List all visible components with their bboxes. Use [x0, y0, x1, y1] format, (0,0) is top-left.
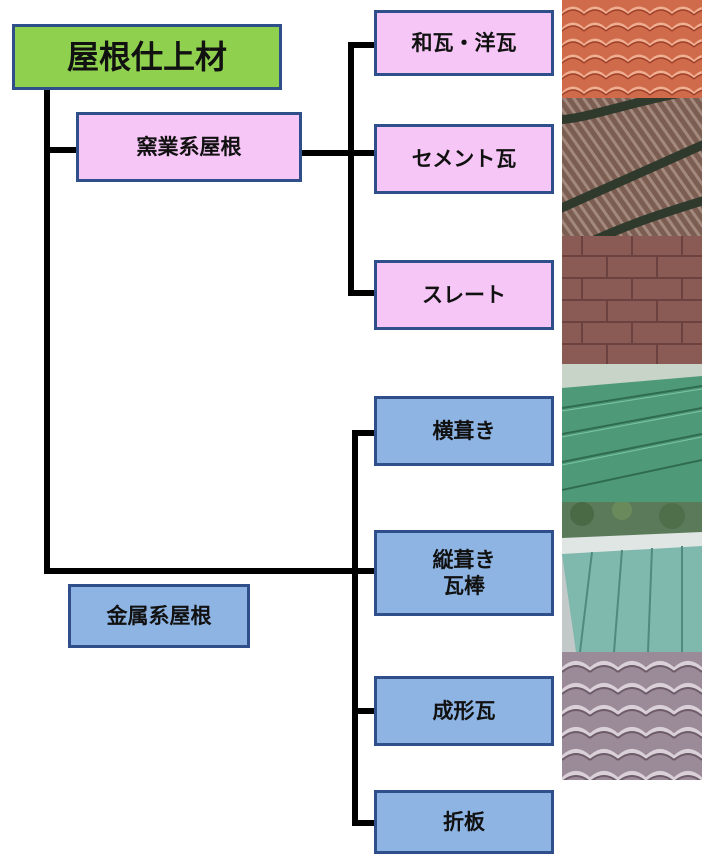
connector-to-slate	[348, 290, 376, 296]
item-label-formed-tile: 成形瓦	[432, 698, 496, 723]
connector-metal-branch-vertical	[352, 430, 358, 826]
connector-to-ceramic	[44, 147, 76, 153]
category-node-metal: 金属系屋根	[68, 584, 250, 648]
root-label: 屋根仕上材	[66, 38, 227, 76]
item-node-horizontal-roofing: 横葺き	[374, 396, 554, 466]
cement-tile-roof-photo	[562, 98, 702, 236]
connector-to-horizontal-roofing	[352, 430, 376, 436]
clay-tile-roof-photo	[562, 0, 702, 98]
connector-ceramic-branch-vertical	[348, 42, 354, 296]
connector-to-clay-tile	[348, 42, 376, 48]
root-node: 屋根仕上材	[12, 24, 282, 90]
item-node-slate: スレート	[374, 260, 554, 330]
formed-metal-tile-roof-photo	[562, 652, 702, 780]
item-node-vertical-roofing: 縦葺き 瓦棒	[374, 530, 554, 616]
horizontal-metal-roof-photo	[562, 364, 702, 502]
connector-ceramic-to-branch	[302, 150, 354, 156]
connector-to-folded-plate	[352, 820, 376, 826]
connector-root-vertical	[44, 88, 50, 574]
item-node-clay-tile: 和瓦・洋瓦	[374, 10, 554, 76]
connector-to-cement-tile	[348, 150, 376, 156]
slate-roof-photo	[562, 236, 702, 364]
item-label-folded-plate: 折板	[443, 809, 485, 834]
connector-to-vertical-roofing	[352, 568, 376, 574]
standing-seam-metal-roof-photo	[562, 502, 702, 652]
connector-to-metal	[44, 568, 360, 574]
category-label-metal: 金属系屋根	[106, 603, 212, 628]
category-label-ceramic: 窯業系屋根	[136, 134, 242, 159]
item-label-cement-tile: セメント瓦	[411, 146, 517, 171]
item-label-clay-tile: 和瓦・洋瓦	[411, 30, 517, 55]
category-node-ceramic: 窯業系屋根	[76, 112, 302, 182]
item-label-slate: スレート	[422, 282, 506, 307]
item-label-vertical-roofing: 縦葺き 瓦棒	[432, 547, 496, 598]
connector-to-formed-tile	[352, 708, 376, 714]
item-node-formed-tile: 成形瓦	[374, 676, 554, 746]
item-node-cement-tile: セメント瓦	[374, 124, 554, 194]
item-node-folded-plate: 折板	[374, 790, 554, 854]
item-label-horizontal-roofing: 横葺き	[432, 418, 496, 443]
